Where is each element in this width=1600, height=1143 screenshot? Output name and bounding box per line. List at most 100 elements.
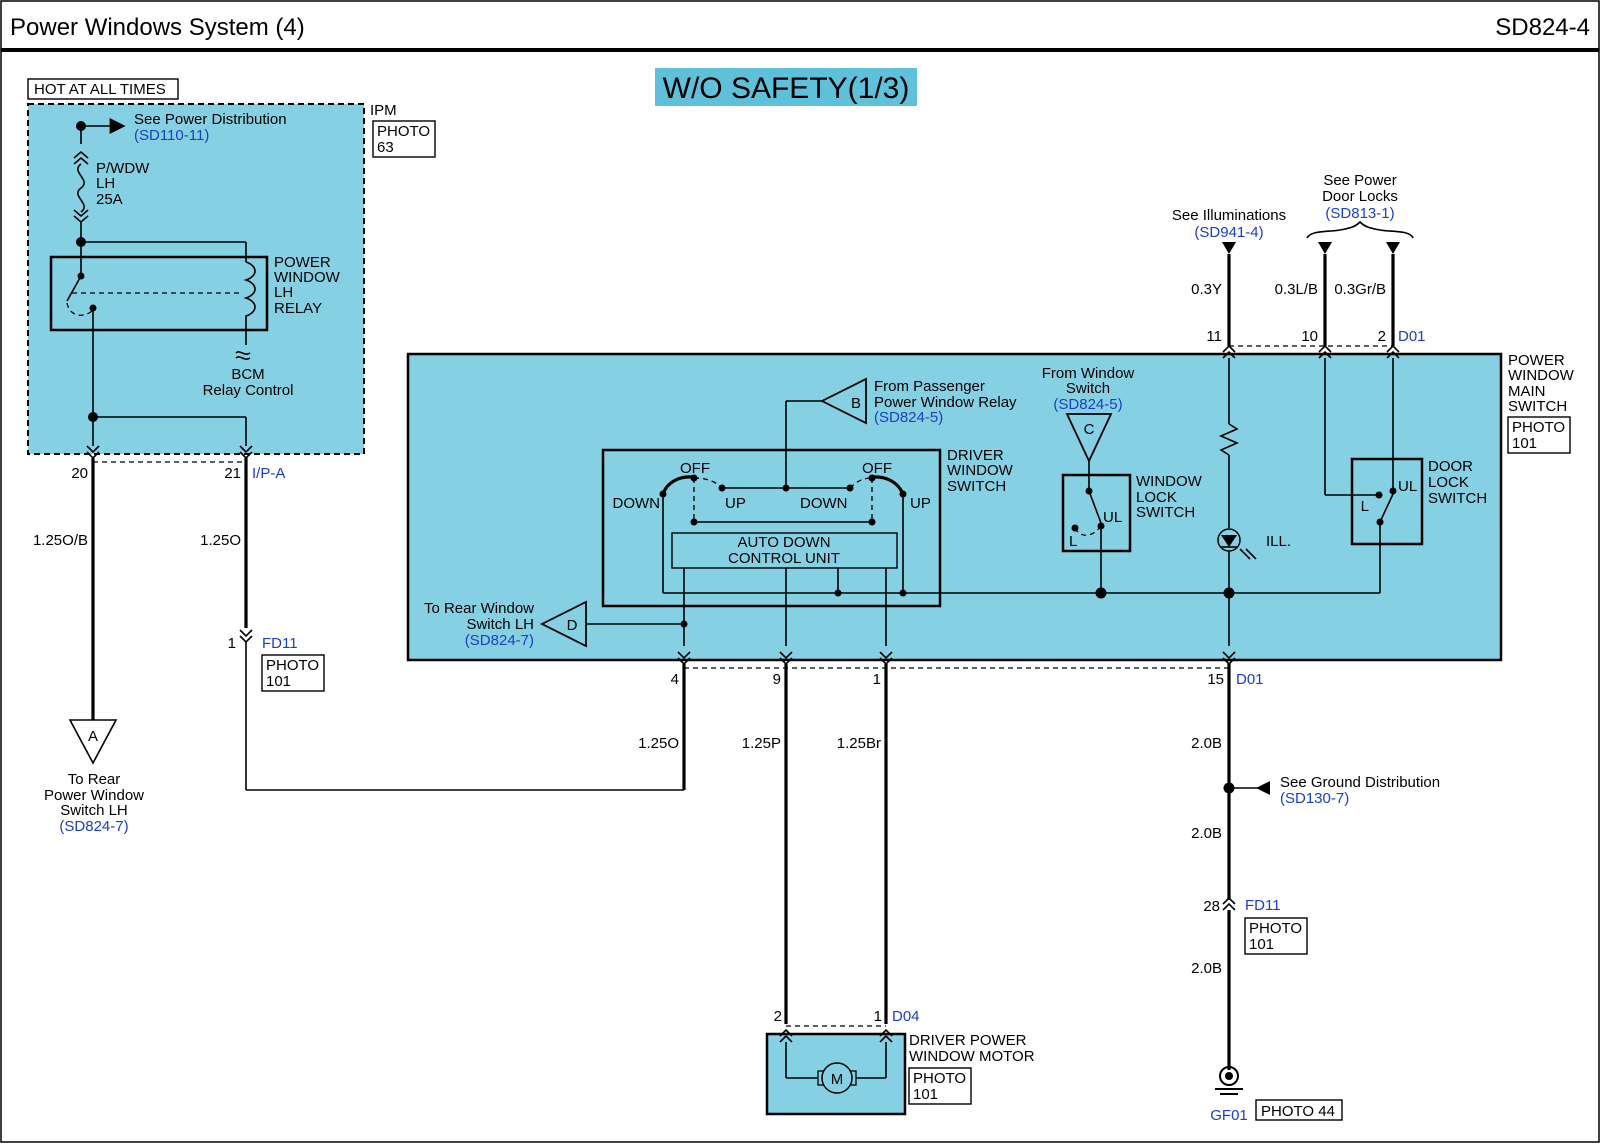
window-lock-l: L — [1069, 533, 1077, 550]
motor-symbol: M — [831, 1071, 844, 1088]
fd11-left-photo-box — [261, 654, 325, 692]
bcm-wave-icon — [235, 351, 251, 360]
main-switch-box — [406, 352, 1503, 662]
main-switch-photo-l2: 101 — [1512, 435, 1537, 452]
off-right-label: OFF — [862, 460, 892, 477]
hot-label-box — [27, 78, 179, 100]
ground-ref-code: (SD130-7) — [1280, 790, 1349, 807]
fuse-connector-top — [73, 150, 89, 165]
ref-b-triangle — [819, 377, 867, 425]
fd11-right-name: FD11 — [1245, 897, 1281, 914]
ref-c-letter: C — [1084, 421, 1095, 438]
fd11-right-photo-l2: 101 — [1249, 936, 1274, 953]
bottom-pin-4: 4 — [671, 671, 679, 688]
doorlock-ref-text-2: Door Locks — [1322, 188, 1398, 205]
up-left-label: UP — [725, 495, 746, 512]
wire-125o-bottom-label: 1.25O — [638, 735, 679, 752]
window-lock-label-3: SWITCH — [1136, 504, 1195, 521]
wire-20b-label-3: 2.0B — [1191, 960, 1222, 977]
relay-contact — [66, 275, 82, 302]
bottom-pin-9: 9 — [773, 671, 781, 688]
fd11-left-photo-l2: 101 — [266, 673, 291, 690]
ref-a-triangle — [68, 719, 118, 765]
relay-label-1: POWER — [274, 254, 331, 271]
illum-ref-arrow — [1222, 242, 1236, 254]
down-left-label: DOWN — [613, 495, 661, 512]
top-pin-2: 2 — [1378, 328, 1386, 345]
fd11-left-pin: 1 — [228, 635, 236, 652]
ref-d-code: (SD824-7) — [465, 632, 534, 649]
relay-label-2: WINDOW — [274, 269, 341, 286]
doorlock-ref-arrow-1 — [1318, 242, 1332, 254]
door-lock-l: L — [1361, 498, 1369, 515]
doorlock-ref-code: (SD813-1) — [1325, 205, 1394, 222]
driver-switch-label-3: SWITCH — [947, 478, 1006, 495]
wire-125ob-label: 1.25O/B — [33, 532, 88, 549]
bcm-label-2: Relay Control — [203, 382, 294, 399]
main-switch-photo-box — [1507, 416, 1571, 454]
fuse-label-1: P/WDW — [96, 160, 150, 177]
window-lock-label-1: WINDOW — [1136, 473, 1203, 490]
ref-b-text-1: From Passenger — [874, 378, 985, 395]
fuse-label-2: LH — [96, 175, 115, 192]
bottom-connector-label: D01 — [1236, 671, 1264, 688]
ipm-name: IPM — [370, 102, 397, 119]
auto-down-label-2: CONTROL UNIT — [728, 550, 840, 567]
doorlock-brace — [1306, 220, 1414, 239]
auto-down-unit-box — [671, 532, 898, 569]
fd11-right-photo-l1: PHOTO — [1249, 920, 1302, 937]
fd11-left-photo-l1: PHOTO — [266, 657, 319, 674]
auto-down-label-1: AUTO DOWN — [737, 534, 830, 551]
ref-a-text-1: To Rear — [68, 771, 121, 788]
wire-03lb-label: 0.3L/B — [1275, 281, 1318, 298]
ref-a-text-3: Switch LH — [60, 802, 128, 819]
motor-pin-2-connector — [779, 1028, 793, 1043]
gf01-photo: PHOTO 44 — [1261, 1103, 1335, 1120]
ref-b-text-2: Power Window Relay — [874, 394, 1017, 411]
resistor-icon — [1219, 423, 1239, 456]
ipm-photo-box — [372, 120, 436, 158]
bottom-pin-15: 15 — [1207, 671, 1224, 688]
up-right-label: UP — [910, 495, 931, 512]
fuse-label-3: 25A — [96, 191, 123, 208]
wire-20b-label-2: 2.0B — [1191, 825, 1222, 842]
ref-d-text-2: Switch LH — [466, 616, 534, 633]
ref-a-code: (SD824-7) — [59, 818, 128, 835]
bottom-pin-1: 1 — [873, 671, 881, 688]
door-lock-label-2: LOCK — [1428, 474, 1469, 491]
ref-c-text-2: Switch — [1066, 380, 1110, 397]
down-mid-label: DOWN — [800, 495, 848, 512]
illum-ref-text: See Illuminations — [1172, 207, 1286, 224]
motor-photo-l2: 101 — [913, 1086, 938, 1103]
relay-label-4: RELAY — [274, 300, 322, 317]
fd11-left-name: FD11 — [262, 635, 298, 652]
ref-b-code: (SD824-5) — [874, 409, 943, 426]
power-ref-code: (SD110-11) — [134, 127, 209, 144]
wire-125p-label: 1.25P — [742, 735, 781, 752]
ipm-photo-l1: PHOTO — [377, 123, 430, 140]
top-pin-11: 11 — [1206, 328, 1222, 345]
fd11-right-photo-box — [1244, 917, 1308, 955]
banner-title: W/O SAFETY(1/3) — [663, 72, 910, 105]
window-lock-ul: UL — [1103, 509, 1122, 526]
ref-d-letter: D — [567, 617, 578, 634]
doorlock-ref-arrow-2 — [1386, 242, 1400, 254]
relay-label-3: LH — [274, 284, 293, 301]
ref-d-text-1: To Rear Window — [424, 600, 534, 617]
door-lock-ul: UL — [1398, 478, 1417, 495]
main-switch-label-3: MAIN — [1508, 383, 1546, 400]
doorlock-ref-text-1: See Power — [1323, 172, 1396, 189]
motor-photo-l1: PHOTO — [913, 1070, 966, 1087]
pin-20-label: 20 — [71, 465, 88, 482]
ref-a-letter: A — [88, 728, 98, 745]
driver-switch-label-2: WINDOW — [947, 462, 1014, 479]
ref-c-code: (SD824-5) — [1053, 396, 1122, 413]
relay-box — [49, 255, 269, 332]
power-ref-text: See Power Distribution — [134, 111, 287, 128]
page-title: Power Windows System (4) — [10, 14, 305, 41]
ipm-box — [27, 103, 365, 455]
motor-pin-1: 1 — [874, 1008, 882, 1025]
main-switch-label-1: POWER — [1508, 352, 1565, 369]
